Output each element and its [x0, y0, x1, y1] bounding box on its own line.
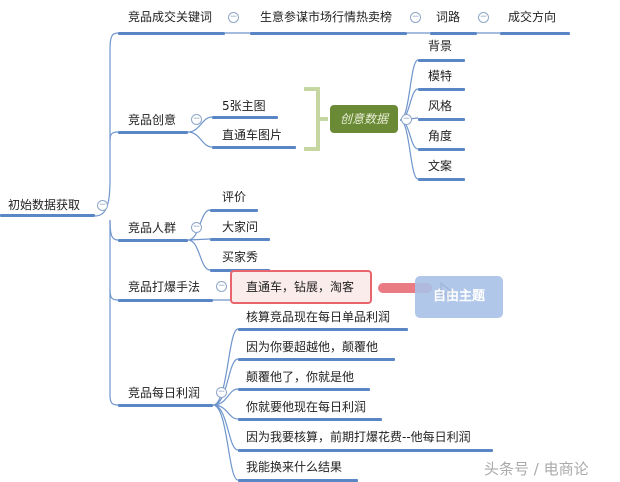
subtopic[interactable]: 模特: [428, 69, 453, 83]
subtopic-underline: [238, 479, 358, 482]
selected-topic[interactable]: 直通车，钻展，淘客: [246, 280, 355, 294]
minus-circle-icon[interactable]: −: [191, 114, 202, 125]
minus-circle-icon[interactable]: −: [410, 12, 421, 23]
subtopic-underline: [210, 238, 270, 241]
subtopic-underline: [238, 328, 408, 331]
subtopic[interactable]: 因为你要超越他，颠覆他: [246, 340, 379, 354]
subtopic-underline: [212, 116, 278, 119]
subtopic-underline: [418, 148, 465, 151]
minus-circle-icon[interactable]: −: [191, 222, 202, 233]
subtopic-underline: [238, 388, 370, 391]
minus-circle-icon[interactable]: −: [216, 387, 227, 398]
root-underline: [0, 214, 95, 217]
minus-circle-icon[interactable]: −: [97, 200, 108, 211]
minus-circle-icon[interactable]: −: [401, 114, 412, 125]
summary-topic[interactable]: 创意数据: [330, 105, 398, 133]
branch-topic[interactable]: 竞品创意: [128, 113, 177, 127]
floating-topic-drag-preview[interactable]: 自由主题: [415, 276, 503, 318]
branch-topic[interactable]: 竞品成交关键词: [128, 10, 213, 24]
subtopic-underline: [212, 146, 296, 149]
subtopic-underline: [430, 32, 477, 35]
subtopic[interactable]: 文案: [428, 159, 453, 173]
subtopic[interactable]: 5张主图: [222, 99, 266, 113]
branch-topic[interactable]: 竞品每日利润: [128, 386, 201, 400]
subtopic[interactable]: 成交方向: [508, 10, 557, 24]
subtopic-underline: [418, 88, 465, 91]
subtopic-underline: [418, 118, 465, 121]
subtopic[interactable]: 角度: [428, 129, 453, 143]
subtopic-underline: [238, 358, 395, 361]
subtopic[interactable]: 颠覆他了，你就是他: [246, 370, 355, 384]
subtopic[interactable]: 大家问: [222, 220, 259, 234]
summary-bracket: [304, 87, 328, 151]
subtopic[interactable]: 生意参谋市场行情热卖榜: [260, 10, 393, 24]
branch-underline: [118, 239, 188, 242]
watermark: 头条号 / 电商论: [484, 460, 589, 478]
subtopic-underline: [418, 59, 465, 62]
subtopic[interactable]: 词路: [436, 10, 461, 24]
subtopic[interactable]: 你就要他现在每日利润: [246, 400, 367, 414]
branch-underline: [118, 404, 213, 407]
branch-underline: [118, 131, 188, 134]
subtopic[interactable]: 直通车图片: [222, 128, 283, 142]
subtopic-underline: [238, 418, 382, 421]
selected-topic-box[interactable]: [230, 270, 372, 304]
subtopic[interactable]: 我能换来什么结果: [246, 460, 343, 474]
subtopic[interactable]: 评价: [222, 190, 247, 204]
subtopic-underline: [418, 178, 465, 181]
subtopic[interactable]: 因为我要核算，前期打爆花费--他每日利润: [246, 430, 471, 444]
drag-connector-handle[interactable]: [378, 283, 432, 293]
minus-circle-icon[interactable]: −: [216, 281, 227, 292]
subtopic-underline: [250, 32, 407, 35]
subtopic[interactable]: 背景: [428, 39, 453, 53]
branch-topic[interactable]: 竞品打爆手法: [128, 280, 201, 294]
subtopic[interactable]: 核算竞品现在每日单品利润: [246, 310, 391, 324]
subtopic-underline: [500, 32, 570, 35]
root-topic[interactable]: 初始数据获取: [8, 198, 81, 212]
branch-underline: [118, 299, 213, 302]
subtopic[interactable]: 风格: [428, 99, 453, 113]
subtopic-underline: [238, 449, 493, 452]
branch-topic[interactable]: 竞品人群: [128, 221, 177, 235]
minus-circle-icon[interactable]: −: [228, 12, 239, 23]
subtopic[interactable]: 买家秀: [222, 250, 259, 264]
subtopic-underline: [210, 209, 258, 212]
minus-circle-icon[interactable]: −: [478, 12, 489, 23]
branch-underline: [118, 32, 225, 35]
